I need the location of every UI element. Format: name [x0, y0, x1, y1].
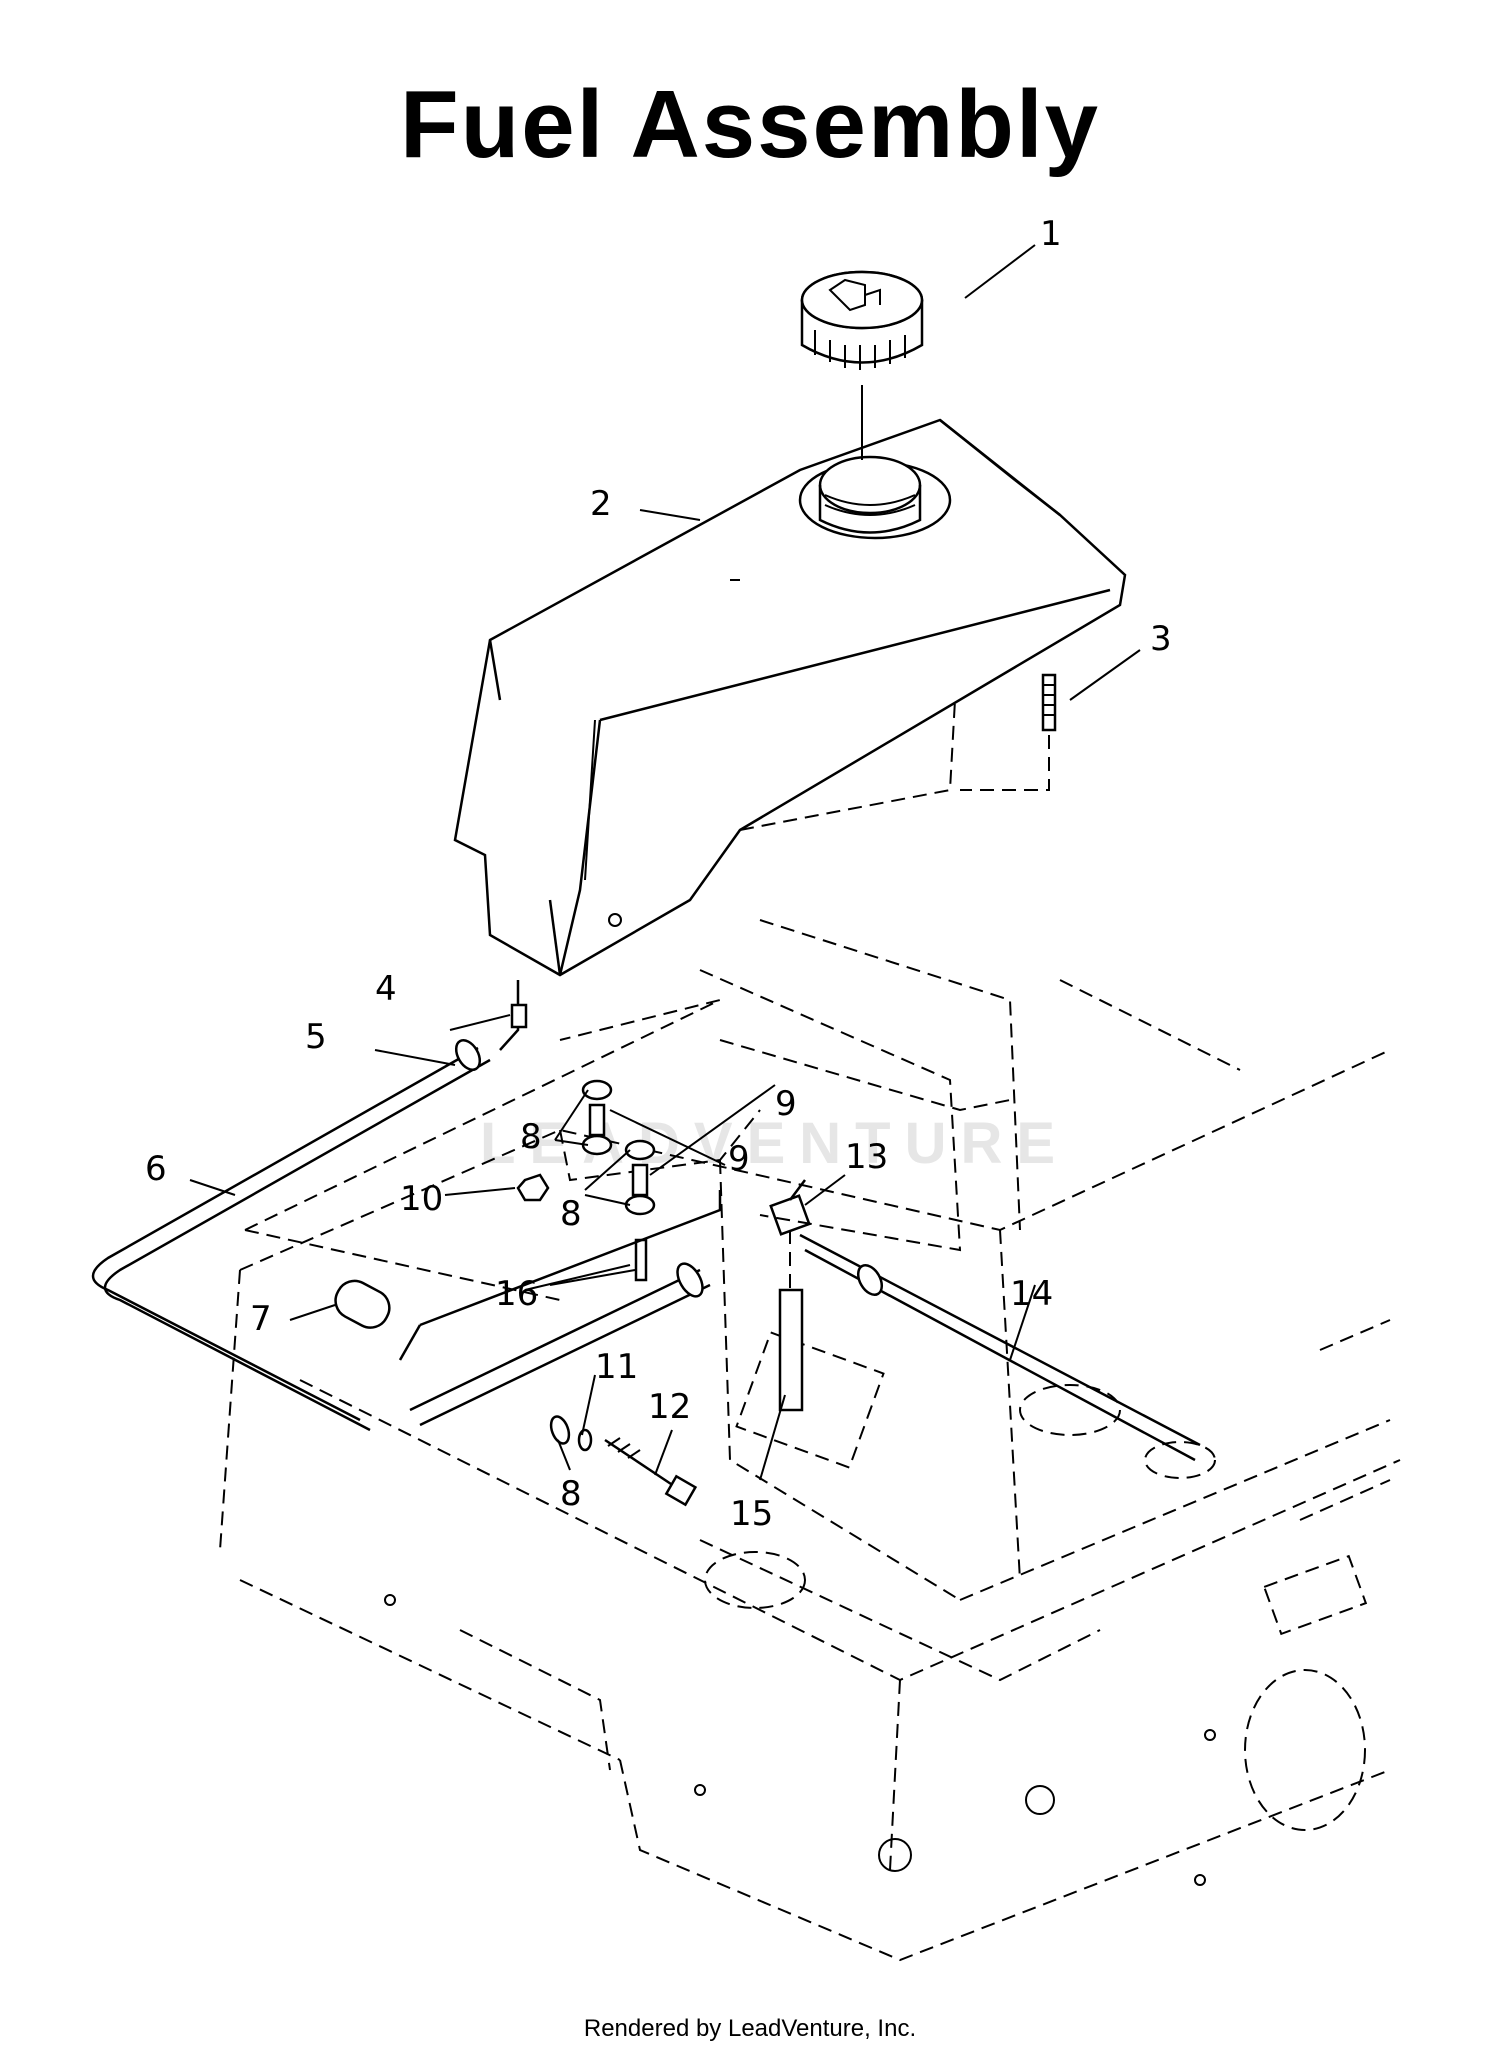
- callout-16: 16: [495, 1274, 538, 1314]
- callout-labels: 1 2 3 4 5 6 7 8 8 8 9 9 10 11 12 13 14 1…: [145, 214, 1172, 1534]
- page-title: Fuel Assembly: [399, 71, 1100, 178]
- callout-6: 6: [145, 1149, 167, 1189]
- callout-13: 13: [845, 1137, 888, 1177]
- callout-8a: 8: [520, 1117, 542, 1157]
- callout-12: 12: [648, 1387, 691, 1427]
- callout-4: 4: [375, 969, 397, 1009]
- fuel-tank: [453, 418, 1127, 977]
- callout-8b: 8: [560, 1194, 582, 1234]
- callout-11: 11: [595, 1347, 638, 1387]
- callout-9b: 9: [775, 1084, 797, 1124]
- callout-1: 1: [1040, 214, 1062, 254]
- callout-3: 3: [1150, 619, 1172, 659]
- callout-10: 10: [400, 1179, 443, 1219]
- frame-outline: [219, 919, 1401, 1962]
- callout-15: 15: [730, 1494, 773, 1534]
- callout-14: 14: [1010, 1274, 1053, 1314]
- fuel-cap: [800, 270, 924, 460]
- footer-credit: Rendered by LeadVenture, Inc.: [583, 2015, 917, 2042]
- callout-5: 5: [305, 1017, 327, 1057]
- callout-9a: 9: [728, 1139, 750, 1179]
- fuel-line-system: [91, 969, 1201, 1507]
- callout-8c: 8: [560, 1474, 582, 1514]
- stud: [960, 673, 1057, 791]
- callout-7: 7: [250, 1299, 272, 1339]
- callout-2: 2: [590, 484, 612, 524]
- leader-lines: [189, 244, 1141, 1481]
